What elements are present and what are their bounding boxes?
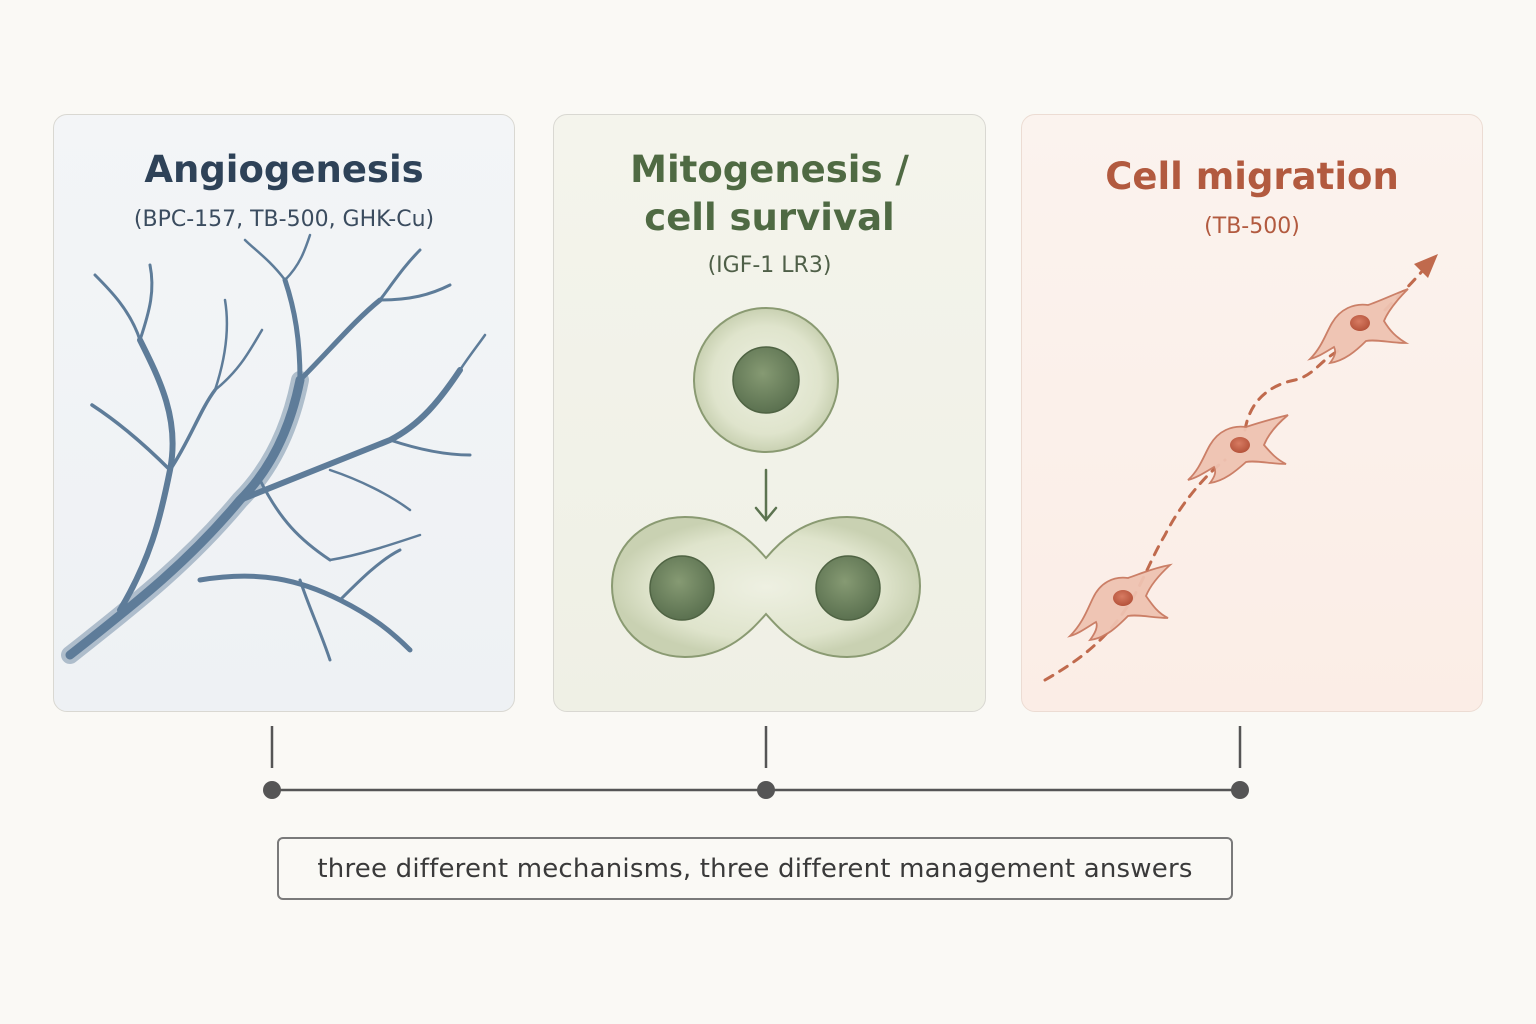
down-arrow-icon bbox=[754, 468, 778, 522]
dividing-cell-icon bbox=[610, 515, 922, 659]
cell-migration-subtitle: (TB-500) bbox=[1204, 214, 1300, 239]
angiogenesis-subtitle: (BPC-157, TB-500, GHK-Cu) bbox=[133, 207, 435, 232]
connector-node bbox=[263, 781, 281, 799]
mitogenesis-subtitle: (IGF-1 LR3) bbox=[707, 253, 832, 278]
caption-text: three different mechanisms, three differ… bbox=[317, 853, 1193, 884]
single-cell-icon bbox=[693, 307, 839, 453]
arrow-head-icon bbox=[1414, 254, 1438, 278]
mitogenesis-title-line2: cell survival bbox=[644, 196, 895, 239]
connector-node bbox=[757, 781, 775, 799]
caption-box: three different mechanisms, three differ… bbox=[277, 837, 1233, 900]
angiogenesis-title: Angiogenesis bbox=[144, 148, 424, 191]
cell-migration-title: Cell migration bbox=[1105, 155, 1399, 198]
migrating-cell-icon bbox=[1067, 563, 1173, 642]
migrating-cell-icon bbox=[1187, 414, 1289, 485]
blood-vessel-tree-icon bbox=[61, 233, 487, 664]
connector-lines bbox=[270, 726, 1242, 792]
migrating-cell-icon bbox=[1307, 288, 1410, 365]
mitogenesis-title-line1: Mitogenesis / bbox=[630, 148, 909, 191]
connector-node bbox=[1231, 781, 1249, 799]
